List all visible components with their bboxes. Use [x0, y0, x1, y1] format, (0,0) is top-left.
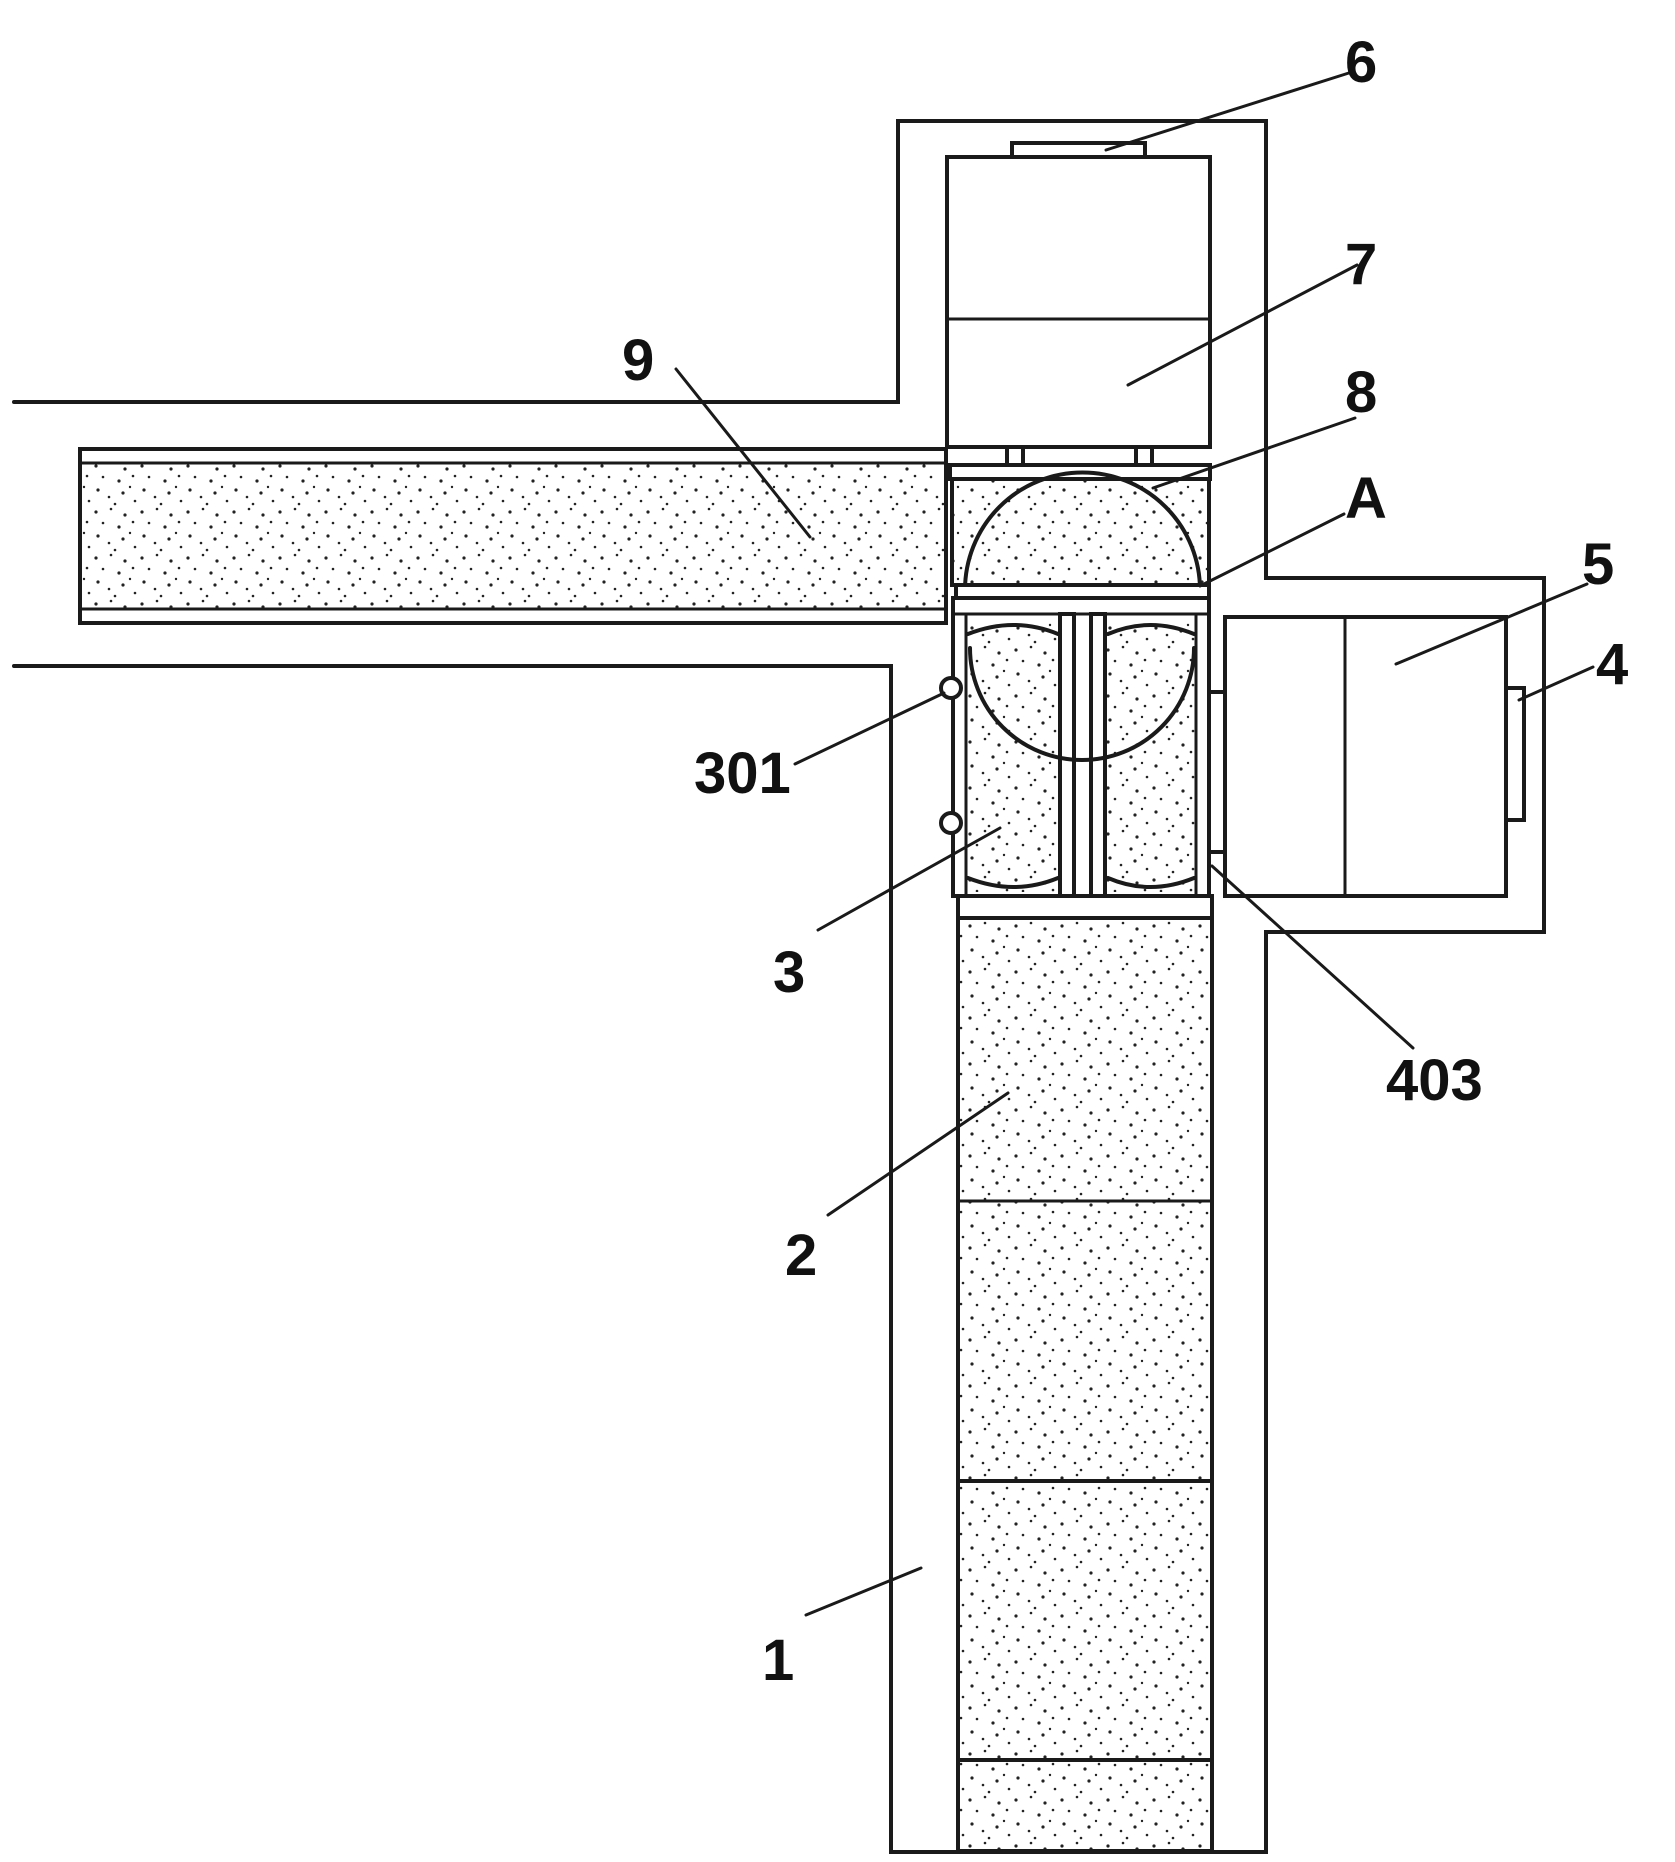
- leader-6: [1104, 70, 1354, 152]
- callout-6: 6: [1345, 30, 1377, 95]
- callout-A: A: [1345, 466, 1387, 531]
- leader-1: [804, 1566, 923, 1617]
- leader-8: [1151, 416, 1357, 490]
- callout-9: 9: [622, 328, 654, 393]
- roller-block-A: [950, 470, 1211, 600]
- leader-3: [816, 826, 1002, 932]
- motor-7: [945, 155, 1212, 467]
- rail-9: [78, 447, 948, 625]
- bolt-301-upper: [939, 676, 963, 700]
- housing-outline-upper: [12, 119, 1546, 1854]
- callout-4: 4: [1596, 632, 1628, 697]
- bolt-301-lower: [939, 811, 963, 835]
- callout-2: 2: [785, 1223, 817, 1288]
- leader-4: [1517, 665, 1595, 702]
- callout-3: 3: [773, 940, 805, 1005]
- leader-7: [1126, 263, 1359, 387]
- callout-7: 7: [1345, 232, 1377, 297]
- leader-5: [1394, 582, 1589, 666]
- callout-301: 301: [694, 741, 791, 806]
- leader-301: [793, 691, 946, 766]
- callout-5: 5: [1582, 532, 1614, 597]
- knob-4: [1504, 686, 1526, 822]
- leader-9: [674, 367, 812, 539]
- leader-2: [826, 1091, 1010, 1217]
- leader-403: [1210, 864, 1415, 1050]
- drive-unit-5: [1207, 615, 1526, 898]
- cutter-unit-3: [951, 596, 1211, 898]
- callout-1: 1: [762, 1628, 794, 1693]
- leader-A: [1198, 512, 1346, 588]
- callout-8: 8: [1345, 360, 1377, 425]
- callout-403: 403: [1386, 1048, 1483, 1113]
- material-stack-2: [956, 894, 1214, 1853]
